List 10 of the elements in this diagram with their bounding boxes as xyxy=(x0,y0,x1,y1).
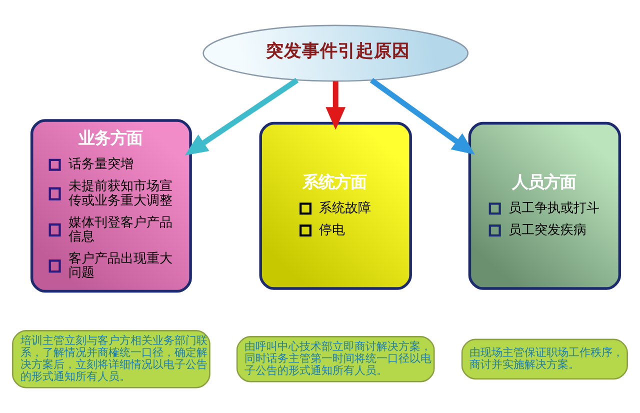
node-box: 培训主管立刻与客户方相关业务部门联系，了解情况并商榷统一口径，确定解决方案后，立刻将详细情况以电子公告的形式通知所有人员。 xyxy=(12,330,210,388)
arrow xyxy=(326,81,346,130)
node-box: 人员方面 员工争执或打斗 员工突发疾病 xyxy=(468,122,622,290)
node-box: 由现场主管保证职场工作秩序，商讨并实施解决方案。 xyxy=(461,338,628,380)
node-box: 业务方面 话务量突增 未提前获知市场宣传或业务重大调整 媒体刊登客户产品信息 客户产品出现重大问题 xyxy=(30,119,192,293)
node-ellipse: 突发事件引起原因 xyxy=(202,24,469,82)
node-box: 系统方面 系统故障 停电 xyxy=(259,122,412,290)
node-box: 由呼叫中心技术部立即商讨解决方案，同时话务主管第一时间将统一口径以电子公告的形式通知所有人员。 xyxy=(236,336,435,382)
arrow xyxy=(184,78,299,156)
arrow xyxy=(370,78,475,155)
